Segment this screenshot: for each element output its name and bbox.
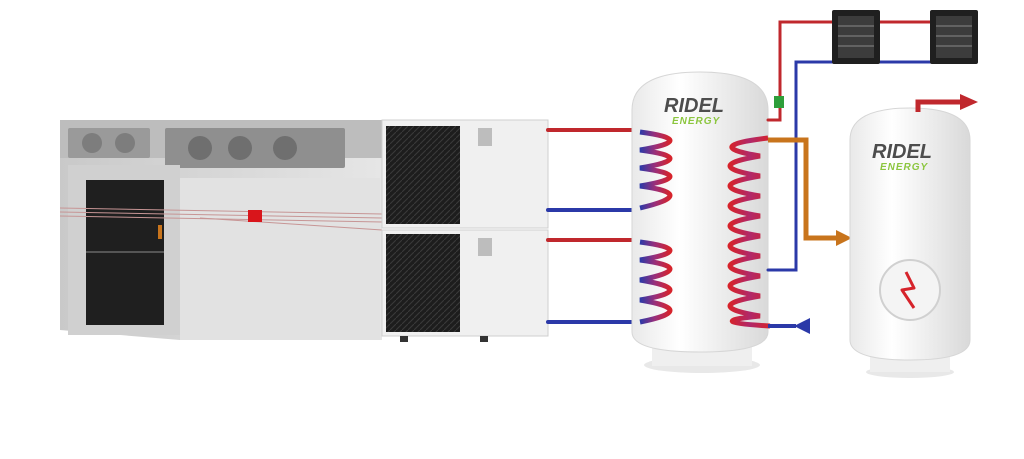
valve xyxy=(774,96,784,108)
buffer-tank-coil-right xyxy=(727,135,771,329)
buffer-tank-coil-upper-left xyxy=(639,129,673,211)
hot-water-tank: RIDEL ENERGY xyxy=(849,94,978,378)
evaporator-unit-left xyxy=(68,128,150,158)
brand-tagline: ENERGY xyxy=(672,116,721,127)
lightning-icon xyxy=(900,271,916,309)
fan-coil-unit-left xyxy=(832,10,880,64)
alarm-control-box xyxy=(248,210,262,222)
fan-coil-unit-right xyxy=(930,10,978,64)
brand-name: RIDEL xyxy=(664,95,724,117)
heat-pump-lower-fan-grille xyxy=(386,234,460,332)
buffer-tank: RIDEL ENERGY xyxy=(631,71,771,373)
evaporator-unit-right xyxy=(165,128,345,168)
brand-name-dhw: RIDEL xyxy=(872,141,932,163)
cold-room xyxy=(59,120,383,340)
buffer-tank-coil-lower-left xyxy=(639,239,673,325)
heat-pump-upper-fan-grille xyxy=(386,126,460,224)
arrow-left-icon xyxy=(794,318,810,334)
return-flow xyxy=(768,318,810,334)
cold-room-side-wall xyxy=(180,178,380,340)
transfer-pipe xyxy=(768,137,852,246)
arrow-right-icon xyxy=(836,230,852,246)
fan-coil-pipework xyxy=(766,20,932,272)
hot-water-tank-logo: RIDEL ENERGY xyxy=(872,141,932,173)
buffer-tank-logo: RIDEL ENERGY xyxy=(664,95,724,127)
brand-tagline-dhw: ENERGY xyxy=(880,162,929,173)
heat-pump-stack xyxy=(381,119,549,342)
primary-pipework xyxy=(546,128,642,324)
control-wiring xyxy=(59,207,383,231)
hot-water-out-arrow-icon xyxy=(960,94,978,110)
